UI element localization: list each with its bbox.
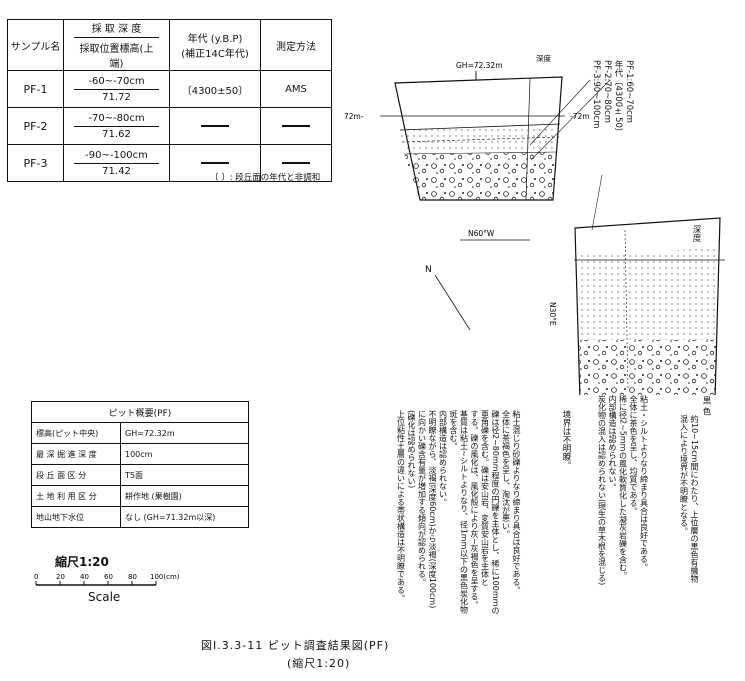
- scale-word: Scale: [88, 590, 121, 604]
- overview-title: ピット概要(PF): [31, 401, 249, 423]
- sample-depth-range: -60~-70cm: [88, 75, 145, 87]
- description-upper-layer: 粘土・シルトよりなり締まり具合は良好である。 全体に茶色を呈し、均質である。 稀…: [597, 395, 649, 586]
- overview-value: 耕作地 (果樹園): [120, 485, 249, 507]
- kuro-label: 黒 色: [701, 396, 711, 416]
- empty-dash: [282, 124, 310, 127]
- scale-tick: 0: [34, 573, 38, 581]
- header-sample-text: サンプル名: [10, 41, 61, 53]
- sample-table-header: サンプル名 採 取 深 度 採取位置標高(上端) 年代 (y.B.P) (補正1…: [7, 19, 332, 71]
- header-method: 測定方法: [260, 19, 332, 71]
- sample-name: PF-3: [7, 144, 64, 182]
- sample-labels: PF-1:60~70cm 年代〔4300±50〕 PF-2:70~80cm PF…: [591, 60, 634, 137]
- sample-depth-range: -70~-80cm: [88, 112, 145, 124]
- gh-label: GH=72.32m: [456, 61, 503, 70]
- overview-value: 100cm: [120, 443, 249, 465]
- sample-age: [169, 144, 261, 182]
- header-age-main: 年代 (y.B.P): [187, 34, 243, 45]
- header-age: 年代 (y.B.P) (補正14C年代): [169, 19, 261, 71]
- depth-label-lower: 深度: [691, 225, 701, 242]
- empty-dash: [282, 161, 310, 164]
- header-depth-main: 採 取 深 度: [91, 24, 142, 35]
- overview-table: ピット概要(PF) 標高(ピット中央)GH=72.32m 最 深 掘 進 深 度…: [31, 401, 249, 528]
- sample-method: [260, 107, 332, 145]
- depth-label: 深度: [536, 53, 551, 63]
- pit-diagram: GH=72.32m 深度 72m- -72m N60°W N N30°E: [344, 53, 725, 395]
- table-row: 土 地 利 用 区 分耕作地 (果樹園): [31, 485, 249, 507]
- overview-key: 標高(ピット中央): [31, 422, 121, 444]
- sample-age: [169, 107, 261, 145]
- scale-tick: 100(cm): [150, 573, 180, 581]
- sample-name: PF-1: [7, 70, 64, 108]
- header-depth-sub: 採取位置標高(上端): [74, 37, 159, 70]
- overview-value: T5面: [120, 464, 249, 486]
- sample-elevation: 71.72: [74, 88, 159, 103]
- empty-dash: [201, 124, 229, 127]
- table-note: 〔 〕: 段丘面の年代と非調和: [210, 173, 321, 183]
- overview-value: なし (GH=71.32m以深): [120, 506, 249, 528]
- sample-elevation: 71.62: [74, 125, 159, 140]
- overview-value: GH=72.32m: [120, 422, 249, 444]
- sample-method: [260, 144, 332, 182]
- scale-title: 縮尺1:20: [55, 555, 109, 569]
- scale-tick: 60: [104, 573, 113, 581]
- sample-depth-range: -90~-100cm: [85, 149, 148, 161]
- sample-age: 〔4300±50〕: [169, 70, 261, 108]
- scale-tick: 80: [128, 573, 137, 581]
- elev-left: 72m-: [344, 112, 364, 121]
- description-top: 約10~15cm間にわたり、上位層の黒色有機物 混入により境界が不明瞭となる。: [679, 415, 700, 583]
- sample-table: サンプル名 採 取 深 度 採取位置標高(上端) 年代 (y.B.P) (補正1…: [7, 19, 332, 182]
- description-boundary: 境界は不明瞭。: [561, 410, 571, 470]
- figure-caption: 図Ⅰ.3.3-11 ピット調査結果図(PF): [201, 639, 390, 652]
- table-row: 標高(ピット中央)GH=72.32m: [31, 422, 249, 444]
- empty-dash: [201, 161, 229, 164]
- overview-key: 土 地 利 用 区 分: [31, 485, 121, 507]
- sample-name: PF-2: [7, 107, 64, 145]
- sample-method: AMS: [260, 70, 332, 108]
- overview-key: 段 丘 面 区 分: [31, 464, 121, 486]
- north-east-label: N30°E: [548, 302, 557, 326]
- overview-key: 地山地下水位: [31, 506, 121, 528]
- elev-right: -72m: [570, 112, 590, 121]
- table-row: 地山地下水位なし (GH=71.32m以深): [31, 506, 249, 528]
- sample-elevation: 71.42: [74, 162, 159, 177]
- scale-tick: 40: [80, 573, 89, 581]
- north-west-label: N60°W: [468, 229, 495, 238]
- description-lower-layer: 粘土混じり砂礫よりなり締まり具合は良好である。 全体に茶褐色を呈し、淘汰が悪い。…: [396, 410, 522, 615]
- overview-key: 最 深 掘 進 深 度: [31, 443, 121, 465]
- scale-tick: 20: [56, 573, 65, 581]
- figure-caption-scale: (縮尺1:20): [287, 657, 351, 670]
- header-method-text: 測定方法: [276, 41, 316, 53]
- scale-bar: 0 20 40 60 80 100(cm): [34, 573, 180, 586]
- header-sample: サンプル名: [7, 19, 64, 71]
- header-age-sub: (補正14C年代): [181, 49, 249, 60]
- north-mark: N: [425, 265, 432, 275]
- header-depth: 採 取 深 度 採取位置標高(上端): [63, 19, 170, 71]
